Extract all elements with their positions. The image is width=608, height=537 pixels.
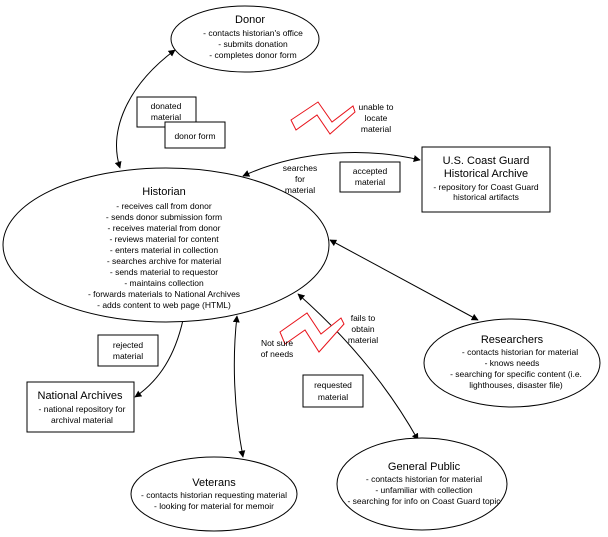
svg-text:material: material (361, 124, 391, 134)
historian-item: - forwards materials to National Archive… (88, 289, 240, 299)
national-archives-title: National Archives (38, 390, 123, 402)
donor-form-label: donor form (164, 121, 226, 149)
historian-veterans-arrow (232, 315, 246, 458)
veterans-node: Veterans - contacts historian requesting… (130, 456, 298, 532)
svg-text:donor form: donor form (174, 131, 215, 141)
svg-text:locate: locate (365, 113, 388, 123)
general-public-item: - searching for info on Coast Guard topi… (347, 496, 501, 506)
uscg-archive-node: U.S. Coast Guard Historical Archive - re… (421, 146, 551, 213)
uscg-archive-title: Historical Archive (444, 168, 528, 180)
svg-text:requested: requested (314, 380, 352, 390)
researchers-item: lighthouses, disaster file) (469, 380, 563, 390)
donor-item: - completes donor form (209, 50, 296, 60)
svg-text:fails to: fails to (351, 313, 376, 323)
researchers-title: Researchers (481, 334, 544, 346)
historian-item: - enters material in collection (110, 245, 218, 255)
veterans-item: - contacts historian requesting material (141, 490, 287, 500)
donor-item: - contacts historian's office (203, 28, 303, 38)
searches-for-material-annotation: searches for material (283, 163, 318, 195)
historian-item: - searches archive for material (107, 256, 221, 266)
uscg-archive-item: - repository for Coast Guard (433, 182, 539, 192)
svg-text:material: material (113, 351, 143, 361)
veterans-item: - looking for material for memoir (154, 501, 274, 511)
donor-ellipse (170, 5, 320, 73)
donor-title: Donor (235, 14, 265, 26)
general-public-title: General Public (388, 461, 461, 473)
general-public-ellipse (336, 437, 508, 531)
historian-item: - adds content to web page (HTML) (97, 300, 231, 310)
donor-historian-arrow (114, 49, 176, 169)
uscg-archive-item: historical artifacts (453, 192, 519, 202)
historian-title: Historian (142, 186, 185, 198)
svg-text:for: for (295, 174, 305, 184)
historian-item: - sends donor submission form (106, 212, 222, 222)
researchers-item: - knows needs (485, 358, 540, 368)
historian-item: - reviews material for content (109, 234, 219, 244)
historian-item: - sends material to requestor (110, 267, 218, 277)
fails-to-obtain-annotation: fails to obtain material (348, 313, 378, 345)
historian-item: - maintains collection (124, 278, 204, 288)
uscg-archive-title: U.S. Coast Guard (443, 155, 530, 167)
historian-node: Historian - receives call from donor - s… (2, 167, 330, 323)
accepted-material-label: accepted material (339, 161, 401, 193)
rejected-material-label: rejected material (97, 334, 159, 367)
historian-item: - receives call from donor (116, 201, 212, 211)
svg-text:rejected: rejected (113, 340, 144, 350)
svg-text:Not sure: Not sure (261, 338, 293, 348)
svg-text:accepted: accepted (353, 166, 388, 176)
svg-text:unable to: unable to (359, 102, 394, 112)
general-public-item: - unfamiliar with collection (375, 485, 473, 495)
svg-text:material: material (285, 185, 315, 195)
problem-bolt-icon (279, 312, 345, 353)
donor-item: - submits donation (218, 39, 288, 49)
svg-text:donated: donated (151, 101, 182, 111)
unable-to-locate-annotation: unable to locate material (359, 102, 394, 134)
researchers-ellipse (423, 318, 601, 408)
researchers-item: - contacts historian for material (462, 347, 578, 357)
not-sure-of-needs-annotation: Not sure of needs (261, 338, 294, 359)
svg-text:material: material (355, 177, 385, 187)
svg-text:material: material (348, 335, 378, 345)
donor-node: Donor - contacts historian's office - su… (170, 5, 320, 73)
svg-text:material: material (151, 112, 181, 122)
connectors (114, 49, 479, 458)
requested-material-label: requested material (302, 374, 364, 408)
historian-general-public-arrow (297, 293, 419, 441)
national-archives-box (26, 381, 135, 433)
historian-ellipse (2, 167, 330, 323)
svg-text:of needs: of needs (261, 349, 294, 359)
researchers-item: - searching for specific content (i.e. (450, 369, 582, 379)
historian-item: - receives material from donor (108, 223, 221, 233)
uscg-archive-box (421, 146, 551, 213)
veterans-ellipse (130, 456, 298, 532)
archive-historian-arrow (242, 152, 421, 177)
svg-text:obtain: obtain (351, 324, 374, 334)
national-archives-item: - national repository for (39, 404, 126, 414)
historian-national-archives-arrow (134, 319, 184, 398)
national-archives-item: archival material (51, 415, 113, 425)
historian-researchers-arrow (329, 239, 479, 321)
veterans-title: Veterans (192, 477, 236, 489)
svg-text:material: material (318, 392, 348, 402)
researchers-node: Researchers - contacts historian for mat… (423, 318, 601, 408)
problem-bolt-icon (290, 101, 356, 135)
general-public-item: - contacts historian for material (366, 474, 482, 484)
svg-text:searches: searches (283, 163, 318, 173)
general-public-node: General Public - contacts historian for … (336, 437, 508, 531)
national-archives-node: National Archives - national repository … (26, 381, 135, 433)
